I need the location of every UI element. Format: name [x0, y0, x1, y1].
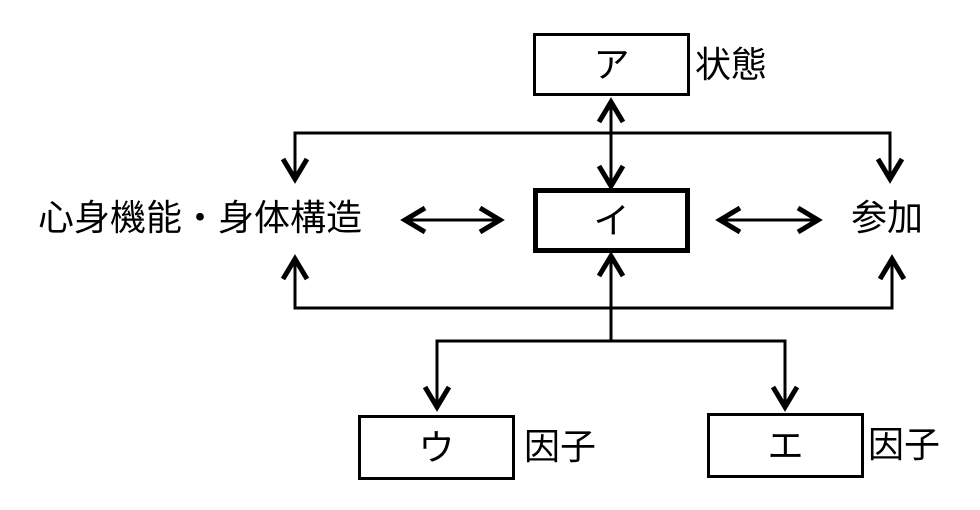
arrow-a-i-double: [596, 97, 626, 191]
box-u: ウ: [358, 415, 515, 480]
box-a: ア: [533, 33, 690, 96]
box-a-label: ア: [593, 44, 630, 85]
connector-bottom-tree: [422, 251, 800, 412]
arrow-i-right-double: [715, 205, 823, 235]
box-i-label: イ: [593, 200, 630, 241]
box-u-label: ウ: [418, 427, 455, 468]
box-e: エ: [707, 413, 864, 478]
box-e-label: エ: [767, 425, 804, 466]
node-left-label: 心身機能・身体構造: [38, 198, 363, 238]
connector-top-branch: [280, 131, 905, 184]
box-e-caption: 因子: [868, 425, 941, 465]
arrow-left-i-double: [400, 205, 505, 235]
node-right-label: 参加: [851, 198, 924, 238]
connector-mid-branch: [280, 254, 907, 310]
box-a-caption: 状態: [695, 45, 768, 85]
box-u-caption: 因子: [524, 427, 597, 467]
box-i: イ: [533, 188, 690, 253]
